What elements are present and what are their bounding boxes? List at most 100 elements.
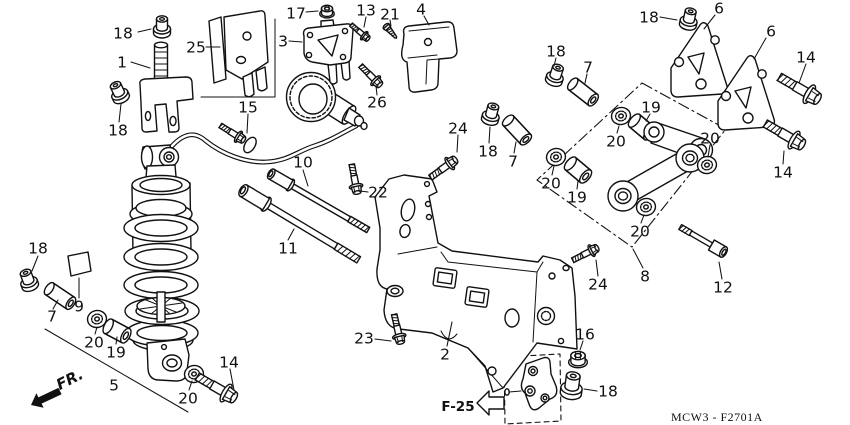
part-callout-18: 18: [639, 9, 659, 27]
callout-leader-5: [45, 329, 188, 412]
callout-leader-20: [95, 327, 97, 334]
part-callout-6: 6: [766, 23, 776, 41]
bracket-3: [304, 20, 353, 84]
part-callout-24: 24: [448, 120, 468, 138]
washer-15: [241, 135, 258, 155]
part-callout-2: 2: [440, 346, 450, 364]
callout-leader-18: [32, 256, 38, 271]
part-callout-20: 20: [700, 130, 720, 148]
callout-leader-13: [364, 17, 366, 27]
part-callout-20: 20: [178, 390, 198, 408]
main-bracket-2: [375, 175, 577, 392]
callout-leader-12: [719, 262, 722, 279]
grommet-18-left: [15, 266, 41, 295]
part-callout-20: 20: [541, 175, 561, 193]
part-callout-21: 21: [380, 6, 400, 24]
collar-7-upper: [564, 75, 602, 109]
rear-shock-absorber: [124, 145, 199, 381]
stay-plate-6-left: [671, 23, 727, 97]
grommet-18-upper: [543, 61, 568, 90]
bolt-14-a: [772, 66, 826, 111]
callout-leader-20: [641, 215, 644, 223]
callout-leader-18: [138, 29, 151, 32]
callout-leader-21: [390, 20, 391, 26]
callout-leader-16: [580, 341, 583, 350]
stay-plate-6-right: [718, 56, 774, 130]
bearing-20-b: [544, 146, 568, 168]
part-callout-7: 7: [47, 308, 57, 326]
bolt-12: [676, 221, 730, 260]
preload-adjuster-cable: [172, 126, 356, 162]
callout-leader-20: [617, 126, 619, 133]
cushion-arm-link-front: [608, 144, 704, 211]
part-callout-12: 12: [713, 279, 733, 297]
part-callout-18: 18: [28, 240, 48, 258]
part-callout-14: 14: [796, 49, 816, 67]
part-callout-18: 18: [478, 143, 498, 161]
rubber-pad-9: [68, 252, 91, 276]
part-callout-14: 14: [219, 354, 239, 372]
bolt-24-upper: [425, 152, 462, 185]
callout-leader-4: [424, 16, 429, 25]
part-callout-14: 14: [773, 164, 793, 182]
part-callout-18: 18: [598, 383, 618, 401]
part-callout-6: 6: [714, 0, 724, 18]
part-callout-26: 26: [367, 94, 387, 112]
part-callout-1: 1: [117, 54, 127, 72]
part-callout-9: 9: [74, 298, 84, 316]
callout-leader-17: [306, 11, 318, 12]
part-callout-8: 8: [640, 268, 650, 286]
part-callout-25: 25: [186, 39, 206, 57]
part-callout-22: 22: [368, 184, 388, 202]
callout-leader-14: [783, 151, 784, 164]
bolt-15: [216, 119, 249, 147]
sheet-code: MCW3 - F2701A: [671, 410, 763, 424]
f25-arrow-icon: [477, 391, 504, 415]
coil-spring: [124, 215, 199, 347]
callout-leader-7: [514, 142, 516, 153]
part-callout-7: 7: [583, 59, 593, 77]
upper-mount-clevis: [140, 77, 193, 132]
part-callout-13: 13: [356, 2, 376, 20]
part-callout-18: 18: [108, 122, 128, 140]
callout-leader-19: [116, 337, 117, 344]
callout-leader-11: [288, 229, 294, 240]
callout-leader-18: [119, 104, 121, 122]
callout-leader-10: [303, 170, 308, 186]
part-callout-18: 18: [113, 25, 133, 43]
part-callout-23: 23: [354, 330, 374, 348]
f25-reference: F-25: [441, 391, 504, 415]
callout-leader-20: [189, 381, 192, 390]
callout-leader-14: [230, 369, 234, 390]
part-callout-15: 15: [238, 99, 258, 117]
part-callout-24: 24: [588, 276, 608, 294]
callout-leader-26: [376, 86, 377, 95]
part-callout-7: 7: [508, 153, 518, 171]
fr-arrow-icon: [31, 387, 62, 408]
callout-leader-2: [447, 322, 452, 346]
grommet-18-upperleft: [105, 78, 132, 107]
bracket-25: [209, 11, 268, 97]
grommet-18-bottom: [558, 369, 586, 402]
part-callout-3: 3: [278, 33, 288, 51]
bolt-22: [344, 162, 365, 197]
callout-leader-3: [289, 41, 302, 42]
callout-leader-18: [584, 389, 597, 391]
part-callout-18: 18: [546, 43, 566, 61]
grommet-18-topright: [677, 5, 701, 33]
bolt-11: [235, 181, 364, 268]
preload-adjuster: [287, 73, 368, 130]
part-callout-17: 17: [286, 5, 306, 23]
cover-4: [402, 22, 457, 92]
f25-sub-bracket: [505, 358, 557, 410]
callout-leader-14: [799, 64, 806, 83]
callout-leader-24: [457, 135, 458, 152]
callout-leader-18: [660, 17, 677, 20]
callout-leader-8: [633, 249, 643, 268]
callout-leader-1: [131, 62, 150, 68]
callout-leader-20: [708, 145, 710, 157]
grommet-18-mid: [479, 100, 504, 128]
nut-16: [567, 350, 589, 369]
part-callout-19: 19: [641, 99, 661, 117]
